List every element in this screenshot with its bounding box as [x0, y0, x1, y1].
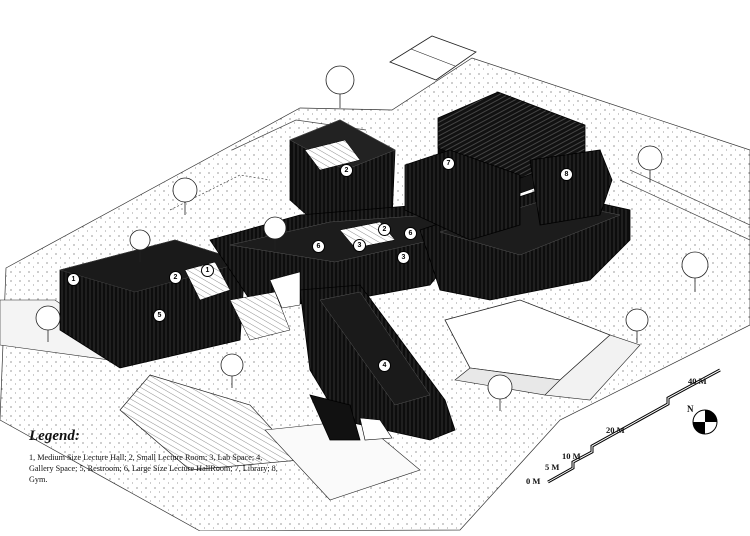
scale-label-0m: 0 M — [526, 476, 541, 486]
room-marker-5: 5 — [153, 309, 166, 322]
room-marker-3b: 3 — [353, 239, 366, 252]
scale-label-20m: 20 M — [606, 425, 625, 435]
legend-title: Legend: — [29, 428, 80, 444]
exterior-stairs — [119, 374, 301, 471]
room-marker-2: 2 — [169, 271, 182, 284]
scale-label-10m: 10 M — [562, 451, 581, 461]
trees — [35, 65, 709, 411]
room-marker-4: 4 — [378, 359, 391, 372]
scale-label-5m: 5 M — [545, 462, 560, 472]
room-marker-1b: 1 — [67, 273, 80, 286]
scale-label-40m: 40 M — [688, 376, 707, 386]
room-marker-3: 3 — [397, 251, 410, 264]
room-marker-6b: 6 — [404, 227, 417, 240]
building-mass — [59, 91, 631, 441]
north-arrow — [692, 409, 718, 435]
scale-bar — [547, 368, 721, 484]
sports-court — [389, 35, 477, 81]
room-marker-1: 1 — [201, 264, 214, 277]
room-marker-8: 8 — [560, 168, 573, 181]
room-marker-7: 7 — [442, 157, 455, 170]
room-marker-2c: 2 — [378, 223, 391, 236]
north-label: N — [687, 404, 694, 414]
room-marker-6: 6 — [312, 240, 325, 253]
legend-text: 1, Medium Size Lecture Hall; 2, Small Le… — [29, 453, 278, 484]
room-marker-2b: 2 — [340, 164, 353, 177]
